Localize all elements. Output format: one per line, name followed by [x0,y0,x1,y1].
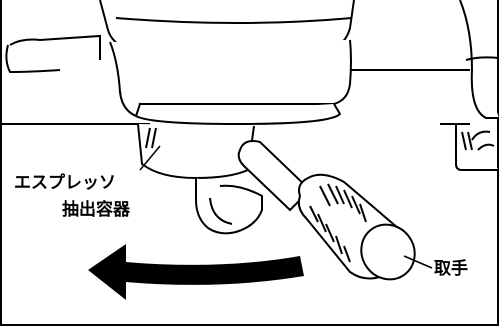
espresso-container-label-line1: エスプレッソ [14,172,116,193]
handle-label: 取手 [434,258,468,279]
handle-graphic [237,140,416,281]
espresso-container-label-line2: 抽出容器 [62,199,131,220]
side-part [455,0,499,171]
machine-body [5,0,470,126]
leader-lines [139,145,433,269]
rotation-arrow [88,244,304,300]
espresso-container [137,123,263,235]
